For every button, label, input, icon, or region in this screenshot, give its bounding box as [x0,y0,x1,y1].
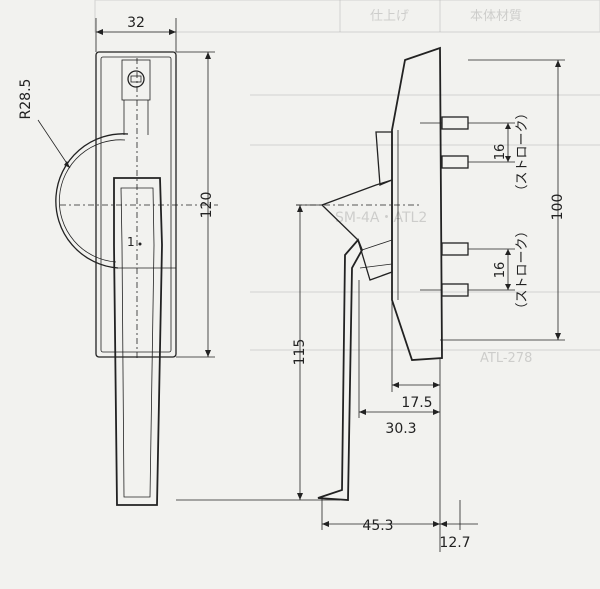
dim-width: 32 [127,15,145,31]
bleed-through-layer: 本体材質 仕上げ SM-4A・ATL2 ATL-278 [94,0,600,366]
dim-handle-height: 115 [292,339,308,366]
dim-127: 12.7 [439,535,470,551]
front-view: 1 32 120 R28.5 [18,15,218,506]
dim-height: 120 [199,192,215,219]
dim-radius: R28.5 [18,79,34,120]
cam-cover [375,131,393,186]
stroke-label-lower: （ストローク） [515,224,530,315]
handle-inner [120,187,155,498]
side-view: 16 （ストローク） 16 （ストローク） 100 115 1 [176,46,566,552]
cam-slot [121,59,151,101]
dim-stroke-lower: 16 [493,262,508,279]
bleed-code-2: ATL-278 [480,351,532,366]
screw-hole-icon [127,70,145,88]
bleed-header-2: 仕上げ [370,9,409,24]
handle-outline [113,177,163,506]
mounting-plate [391,46,443,361]
disc-arc-outer [55,133,129,269]
base-plate-inner [100,56,172,353]
stroke-pins [420,116,469,297]
disc-arc-inner [58,139,126,263]
dim-stroke-upper: 16 [493,144,508,161]
base-plate-outline [95,51,177,358]
stroke-label-upper: （ストローク） [515,106,530,197]
dim-175: 17.5 [401,395,432,411]
handle-side-profile [317,238,363,501]
dim-303: 30.3 [385,421,416,437]
bleed-code-1: SM-4A・ATL2 [335,210,427,226]
bleed-header-1: 本体材質 [470,9,522,24]
dim-453: 45.3 [362,518,393,534]
handle-mark: 1 [127,235,135,249]
dim-overall: 100 [550,194,566,221]
